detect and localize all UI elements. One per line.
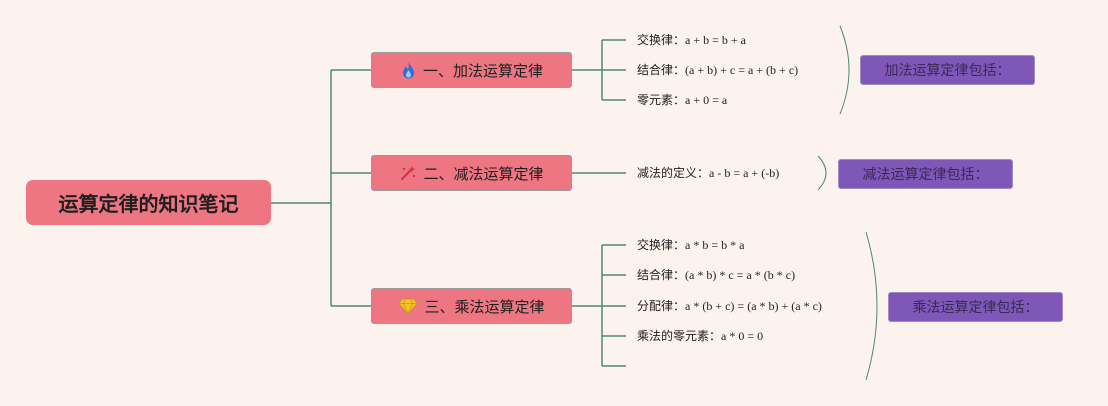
summary-node-addition[interactable]: 加法运算定律包括： [860, 55, 1035, 85]
root-node[interactable]: 运算定律的知识笔记 [26, 180, 271, 225]
gem-icon [398, 297, 418, 315]
branch-node-addition[interactable]: 一、加法运算定律 [371, 52, 572, 88]
branch-node-subtraction[interactable]: 二、减法运算定律 [371, 155, 572, 191]
leaf-item[interactable]: 减法的定义：a - b = a + (-b) [637, 166, 780, 180]
branch-3-connector [572, 244, 626, 367]
branch-label: 二、减法运算定律 [423, 164, 544, 183]
brace-3 [865, 231, 878, 381]
leaf-item[interactable]: 结合律：(a + b) + c = a + (b + c) [637, 63, 799, 77]
sparkle-icon [399, 164, 417, 182]
leaf-item[interactable]: 结合律：(a * b) * c = a * (b * c) [637, 268, 796, 282]
leaf-item[interactable]: 乘法的零元素：a * 0 = 0 [637, 329, 764, 343]
leaf-item[interactable]: 交换律：a + b = b + a [637, 33, 746, 47]
root-label: 运算定律的知识笔记 [58, 192, 239, 216]
root-connector [271, 69, 371, 307]
brace-2 [817, 155, 827, 191]
summary-node-multiplication[interactable]: 乘法运算定律包括： [888, 292, 1063, 322]
leaf-item[interactable]: 交换律：a * b = b * a [637, 238, 745, 252]
brace-1 [839, 25, 850, 115]
fire-icon [400, 61, 417, 80]
leaf-item[interactable]: 分配律：a * (b + c) = (a * b) + (a * c) [637, 299, 822, 313]
branch-1-connector [572, 39, 626, 101]
branch-node-multiplication[interactable]: 三、乘法运算定律 [371, 288, 572, 324]
leaf-item[interactable]: 零元素：a + 0 = a [637, 93, 728, 107]
branch-label: 一、加法运算定律 [422, 61, 543, 80]
summary-node-subtraction[interactable]: 减法运算定律包括： [838, 159, 1013, 189]
branch-label: 三、乘法运算定律 [424, 297, 545, 316]
